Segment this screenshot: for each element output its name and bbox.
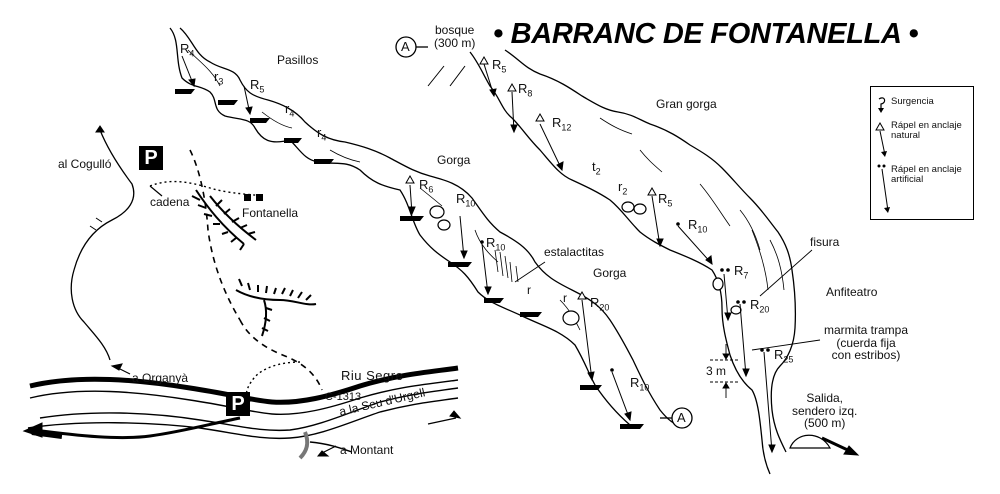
three-meter-label: 3 m (706, 364, 727, 378)
location-map (22, 125, 462, 460)
road-c1313-label: C-1313 (325, 391, 362, 403)
rappel-label: R5 (658, 191, 673, 209)
rappel-label: R10 (630, 375, 650, 393)
natural-anchor-legend-icon (875, 121, 887, 157)
rappel-label: R8 (518, 81, 533, 99)
rappel-label: r4 (317, 125, 327, 143)
anfiteatro-label: Anfiteatro (826, 285, 878, 299)
parking-icon: P (139, 146, 163, 170)
fisura-label: fisura (810, 235, 840, 249)
marmita-label: marmita trampa (cuerda fija con estribos… (824, 324, 908, 362)
pools (175, 89, 644, 429)
rappel-label: R20 (590, 295, 610, 313)
salida-line1: Salida, (806, 391, 844, 405)
rappel-arrows (181, 55, 776, 454)
artificial-anchor-legend-icon (877, 164, 890, 213)
stalactites (494, 249, 519, 283)
salida-label: Salida, sendero izq. (500 m) (792, 392, 857, 430)
salida-line2: sendero izq. (792, 403, 858, 418)
rappel-label: r3 (214, 69, 224, 87)
rappel-label: R4 (180, 41, 195, 59)
canyon-walls-right (469, 49, 797, 475)
parking-icon: P (226, 392, 250, 416)
t2-label: t2 (592, 160, 601, 177)
start-marker-icon (395, 36, 428, 58)
salida-line3: (500 m) (804, 416, 846, 431)
t2-sub: 2 (595, 166, 601, 177)
small-r2-label: r (563, 291, 567, 305)
fontanella-label: Fontanella (242, 206, 299, 220)
rappel-label: R12 (552, 115, 572, 133)
legend-rapel-artificial: Rápel en anclaje artificial (891, 164, 962, 186)
legend: Surgencia Rápel en anclaje natural Rápel… (870, 86, 974, 220)
small-r-label: r (527, 283, 531, 297)
a-montant-label: a Montant (340, 443, 394, 457)
cadena-label: cadena (150, 195, 190, 209)
rappel-label: R10 (688, 217, 708, 235)
estalactitas-label: estalactitas (544, 245, 605, 259)
bosque-altitude: (300 m) (434, 35, 476, 50)
a-organya-label: a Organyà (132, 371, 189, 385)
rappel-label: R20 (750, 297, 770, 315)
rappel-label: r2 (618, 179, 628, 197)
surgencia-icon (878, 97, 886, 113)
marmita-line1: marmita trampa (824, 323, 909, 337)
exit-arrow-icon (821, 436, 860, 456)
rappel-label: r4 (285, 101, 295, 119)
rappel-label: R7 (734, 263, 749, 281)
t2-base: t (592, 159, 596, 174)
start-marker-letter: A (401, 39, 410, 54)
rappel-label: R10 (486, 235, 506, 253)
al-cogullo-label: al Cogulló (58, 157, 112, 171)
pasillos-label: Pasillos (277, 53, 319, 67)
village-icon (244, 194, 263, 201)
boulders (429, 201, 832, 449)
rappel-label: R25 (774, 347, 794, 365)
leader-lines (514, 249, 821, 398)
end-marker-icon (660, 407, 693, 429)
rappel-label: R5 (250, 77, 265, 95)
rappel-label: R6 (419, 177, 434, 195)
natural-anchor-icon (405, 55, 657, 300)
marmita-line2: (cuerda fija (836, 335, 896, 350)
marmita-line3: con estribos) (831, 348, 901, 363)
end-marker-letter: A (677, 410, 686, 425)
slope-strokes (427, 65, 466, 87)
gran-gorga-label: Gran gorga (656, 97, 717, 111)
legend-rapel-natural: Rápel en anclaje natural (891, 120, 962, 142)
canyon-walls (169, 27, 681, 426)
map-title: • BARRANC DE FONTANELLA • (493, 18, 919, 50)
legend-surgencia: Surgencia (891, 96, 934, 107)
gorga2-label: Gorga (593, 266, 627, 280)
rappel-label: R10 (456, 191, 476, 209)
rappel-label: R5 (492, 57, 507, 75)
artificial-anchor-icon (480, 222, 770, 372)
riu-segre-label: Riu Segre (341, 368, 404, 383)
gorga-label: Gorga (437, 153, 471, 167)
bosque-label: bosque (300 m) (434, 24, 475, 49)
bosque-text: bosque (434, 23, 475, 37)
